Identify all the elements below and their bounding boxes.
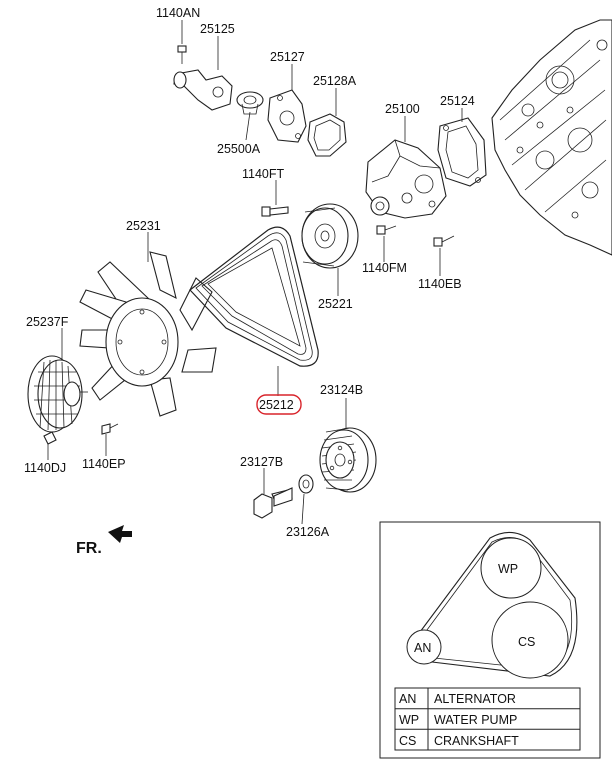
thermostat-housing bbox=[267, 89, 307, 143]
legend-code-wp: WP bbox=[399, 713, 419, 727]
bolt-1140FM bbox=[376, 225, 397, 235]
inset-legend-table: AN ALTERNATOR WP WATER PUMP CS CRANKSHAF… bbox=[394, 687, 581, 751]
inset-alternator-pulley bbox=[406, 629, 442, 665]
label-25500A: 25500A bbox=[217, 142, 261, 156]
highlight-ring bbox=[256, 394, 302, 415]
belt-routing-inset: WP CS AN AN ALTERNATOR WP WATER PUMP CS … bbox=[379, 521, 601, 759]
legend-code-an: AN bbox=[399, 692, 416, 706]
cooling-fan bbox=[79, 251, 217, 417]
crankshaft-washer bbox=[298, 474, 314, 494]
water-pump-gasket bbox=[437, 117, 487, 187]
label-25128A: 25128A bbox=[313, 74, 357, 88]
label-25125: 25125 bbox=[200, 22, 235, 36]
label-1140EB: 1140EB bbox=[418, 277, 462, 291]
water-outlet-fitting bbox=[173, 45, 233, 111]
label-25237F: 25237F bbox=[26, 315, 69, 329]
inset-label-an: AN bbox=[414, 641, 431, 655]
inset-label-wp: WP bbox=[498, 562, 518, 576]
label-1140FT: 1140FT bbox=[242, 167, 285, 181]
label-23126A: 23126A bbox=[286, 525, 330, 539]
water-pump bbox=[365, 139, 447, 219]
legend-name-an: ALTERNATOR bbox=[434, 692, 516, 706]
crankshaft-pulley bbox=[319, 427, 377, 493]
label-1140EP: 1140EP bbox=[82, 457, 126, 471]
nut-1140DJ bbox=[43, 431, 57, 445]
inset-water-pump-pulley bbox=[480, 537, 542, 599]
part-labels: 1140AN 25125 25127 25128A 25100 25124 25… bbox=[24, 6, 475, 557]
label-1140AN: 1140AN bbox=[156, 6, 200, 20]
label-23124B: 23124B bbox=[320, 383, 363, 397]
legend-code-cs: CS bbox=[399, 734, 416, 748]
bolt-1140EB bbox=[433, 235, 455, 247]
label-25231: 25231 bbox=[126, 219, 161, 233]
label-25124: 25124 bbox=[440, 94, 475, 108]
bolt-1140FT bbox=[261, 206, 289, 217]
label-25212: 25212 bbox=[259, 398, 294, 412]
thermostat-gasket bbox=[307, 113, 347, 157]
thermostat bbox=[236, 91, 264, 115]
legend-name-wp: WATER PUMP bbox=[434, 713, 517, 727]
inset-frame bbox=[379, 521, 601, 759]
front-arrow bbox=[108, 525, 132, 543]
label-1140FM: 1140FM bbox=[362, 261, 407, 275]
inset-label-cs: CS bbox=[518, 635, 535, 649]
label-23127B: 23127B bbox=[240, 455, 283, 469]
bolt-1140EP bbox=[101, 423, 119, 435]
label-25127: 25127 bbox=[270, 50, 305, 64]
legend-name-cs: CRANKSHAFT bbox=[434, 734, 519, 748]
leader-lines bbox=[47, 20, 463, 525]
label-25100: 25100 bbox=[385, 102, 420, 116]
drive-belt bbox=[189, 226, 319, 367]
fan-clutch bbox=[27, 355, 88, 433]
label-25221: 25221 bbox=[318, 297, 353, 311]
label-1140DJ: 1140DJ bbox=[24, 461, 66, 475]
inset-crankshaft-pulley bbox=[491, 601, 569, 679]
crankshaft-bolt bbox=[253, 487, 293, 519]
front-label: FR. bbox=[76, 540, 102, 557]
water-pump-pulley bbox=[301, 203, 359, 269]
engine-block bbox=[491, 19, 612, 256]
